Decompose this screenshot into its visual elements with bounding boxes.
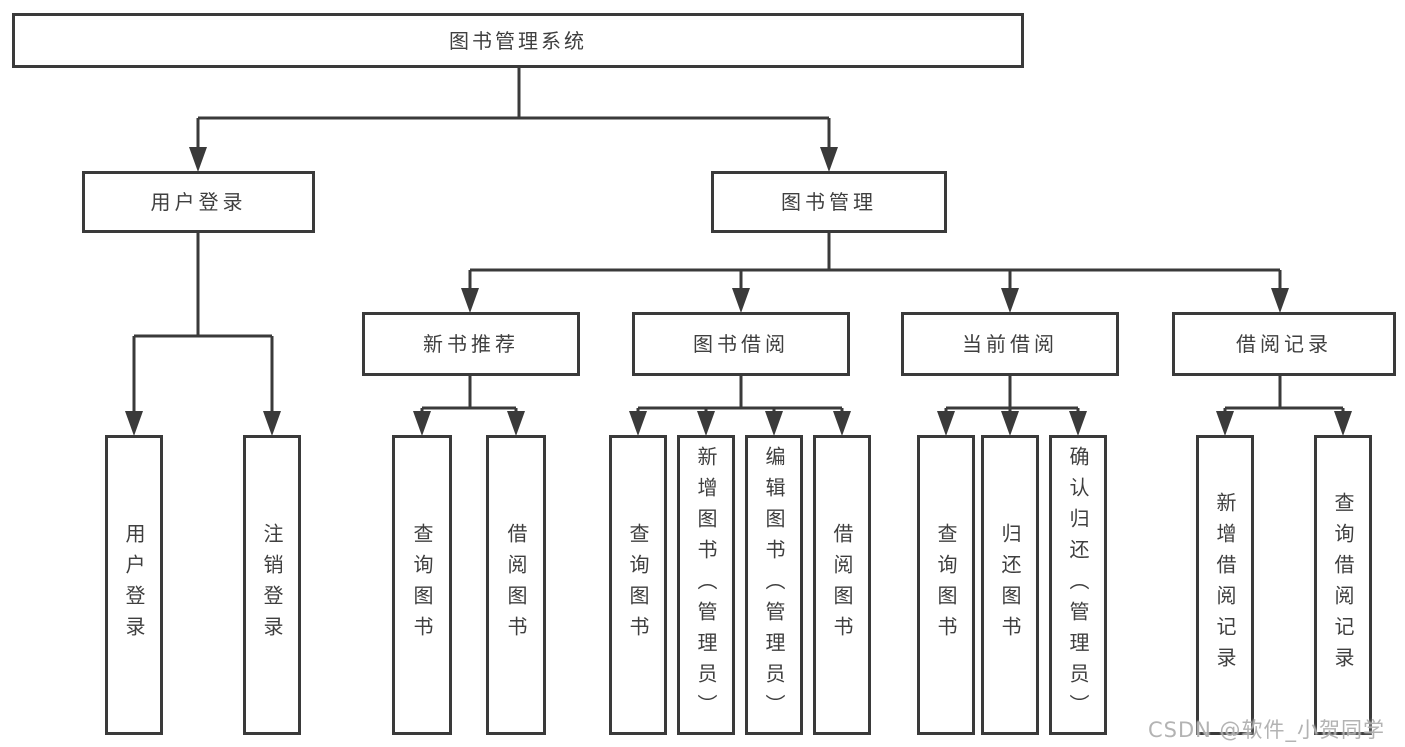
leaf-user-login: 用户登录 (105, 435, 163, 735)
leaf-label: 确认归还（管理员） (1066, 445, 1090, 725)
node-user-login: 用户登录 (82, 171, 315, 233)
leaf-label: 归还图书 (998, 523, 1022, 647)
node-new-book-recommend-label: 新书推荐 (423, 332, 519, 356)
leaf-borrowing-edit-books-admin: 编辑图书（管理员） (745, 435, 803, 735)
leaf-records-add-record: 新增借阅记录 (1196, 435, 1254, 735)
leaf-label: 注销登录 (260, 523, 284, 647)
leaf-newrec-query-books: 查询图书 (392, 435, 452, 735)
node-book-borrowing-label: 图书借阅 (693, 332, 789, 356)
leaf-label: 新增借阅记录 (1213, 492, 1237, 678)
csdn-watermark: CSDN @软件_小贺同学 (1148, 718, 1386, 742)
leaf-label: 查询图书 (934, 523, 958, 647)
node-user-login-label: 用户登录 (150, 190, 247, 214)
node-root-label: 图书管理系统 (449, 28, 587, 53)
leaf-label: 编辑图书（管理员） (762, 445, 786, 725)
node-book-management-label: 图书管理 (781, 190, 877, 214)
node-borrowing-records-label: 借阅记录 (1236, 332, 1332, 356)
node-book-management: 图书管理 (711, 171, 947, 233)
node-root: 图书管理系统 (12, 13, 1024, 68)
leaf-borrowing-borrow-books: 借阅图书 (813, 435, 871, 735)
node-current-borrowing-label: 当前借阅 (962, 332, 1058, 356)
leaf-current-return-books: 归还图书 (981, 435, 1039, 735)
leaf-current-confirm-return-admin: 确认归还（管理员） (1049, 435, 1107, 735)
leaf-label: 用户登录 (122, 523, 146, 647)
leaf-newrec-borrow-books: 借阅图书 (486, 435, 546, 735)
leaf-current-query-books: 查询图书 (917, 435, 975, 735)
node-new-book-recommend: 新书推荐 (362, 312, 580, 376)
leaf-borrowing-query-books: 查询图书 (609, 435, 667, 735)
leaf-label: 查询图书 (626, 523, 650, 647)
leaf-records-query-record: 查询借阅记录 (1314, 435, 1372, 735)
leaf-logout-login: 注销登录 (243, 435, 301, 735)
leaf-label: 新增图书（管理员） (694, 445, 718, 725)
leaf-label: 借阅图书 (504, 523, 528, 647)
node-book-borrowing: 图书借阅 (632, 312, 850, 376)
node-current-borrowing: 当前借阅 (901, 312, 1119, 376)
leaf-borrowing-add-books-admin: 新增图书（管理员） (677, 435, 735, 735)
node-borrowing-records: 借阅记录 (1172, 312, 1396, 376)
leaf-label: 查询借阅记录 (1331, 492, 1355, 678)
leaf-label: 借阅图书 (830, 523, 854, 647)
leaf-label: 查询图书 (410, 523, 434, 647)
